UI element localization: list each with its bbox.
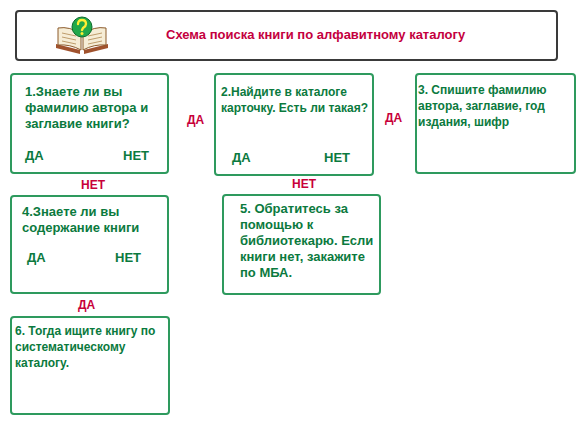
answer-option: ДА <box>232 150 251 166</box>
branch-label: ДА <box>77 298 96 312</box>
branch-label: ДА <box>186 113 205 127</box>
process-box: 2.Найдите в каталоге карточку. Есть ли т… <box>214 73 374 176</box>
answer-option: ДА <box>27 250 46 266</box>
answer-option: НЕТ <box>115 250 141 266</box>
box-text: 5. Обратитесь за помощью к библиотекарю.… <box>240 201 376 281</box>
process-box: 5. Обратитесь за помощью к библиотекарю.… <box>222 194 381 295</box>
box-text: 2.Найдите в каталоге карточку. Есть ли т… <box>221 84 373 116</box>
process-box: 1.Знаете ли вы фамилию автора и заглавие… <box>10 73 169 174</box>
answer-option: НЕТ <box>123 148 149 164</box>
process-box: 4.Знаете ли вы содержание книгиДА НЕТ <box>10 195 169 294</box>
box-text: 6. Тогда ищите книгу по систематическому… <box>15 323 169 371</box>
box-text: 4.Знаете ли вы содержание книги <box>22 204 162 236</box>
process-box: 6. Тогда ищите книгу по систематическому… <box>10 316 170 415</box>
answer-option: ДА <box>25 148 44 164</box>
process-box: 3. Спишите фамилию автора, заглавие, год… <box>415 73 576 174</box>
answer-option: НЕТ <box>324 150 350 166</box>
branch-label: НЕТ <box>291 177 317 191</box>
diagram-title: Схема поиска книги по алфавитному катало… <box>166 27 465 43</box>
box-text: 3. Спишите фамилию автора, заглавие, год… <box>418 82 573 130</box>
branch-label: ДА <box>384 111 403 125</box>
branch-label: НЕТ <box>80 178 106 192</box>
box-text: 1.Знаете ли вы фамилию автора и заглавие… <box>25 84 165 132</box>
book-icon <box>52 14 112 58</box>
